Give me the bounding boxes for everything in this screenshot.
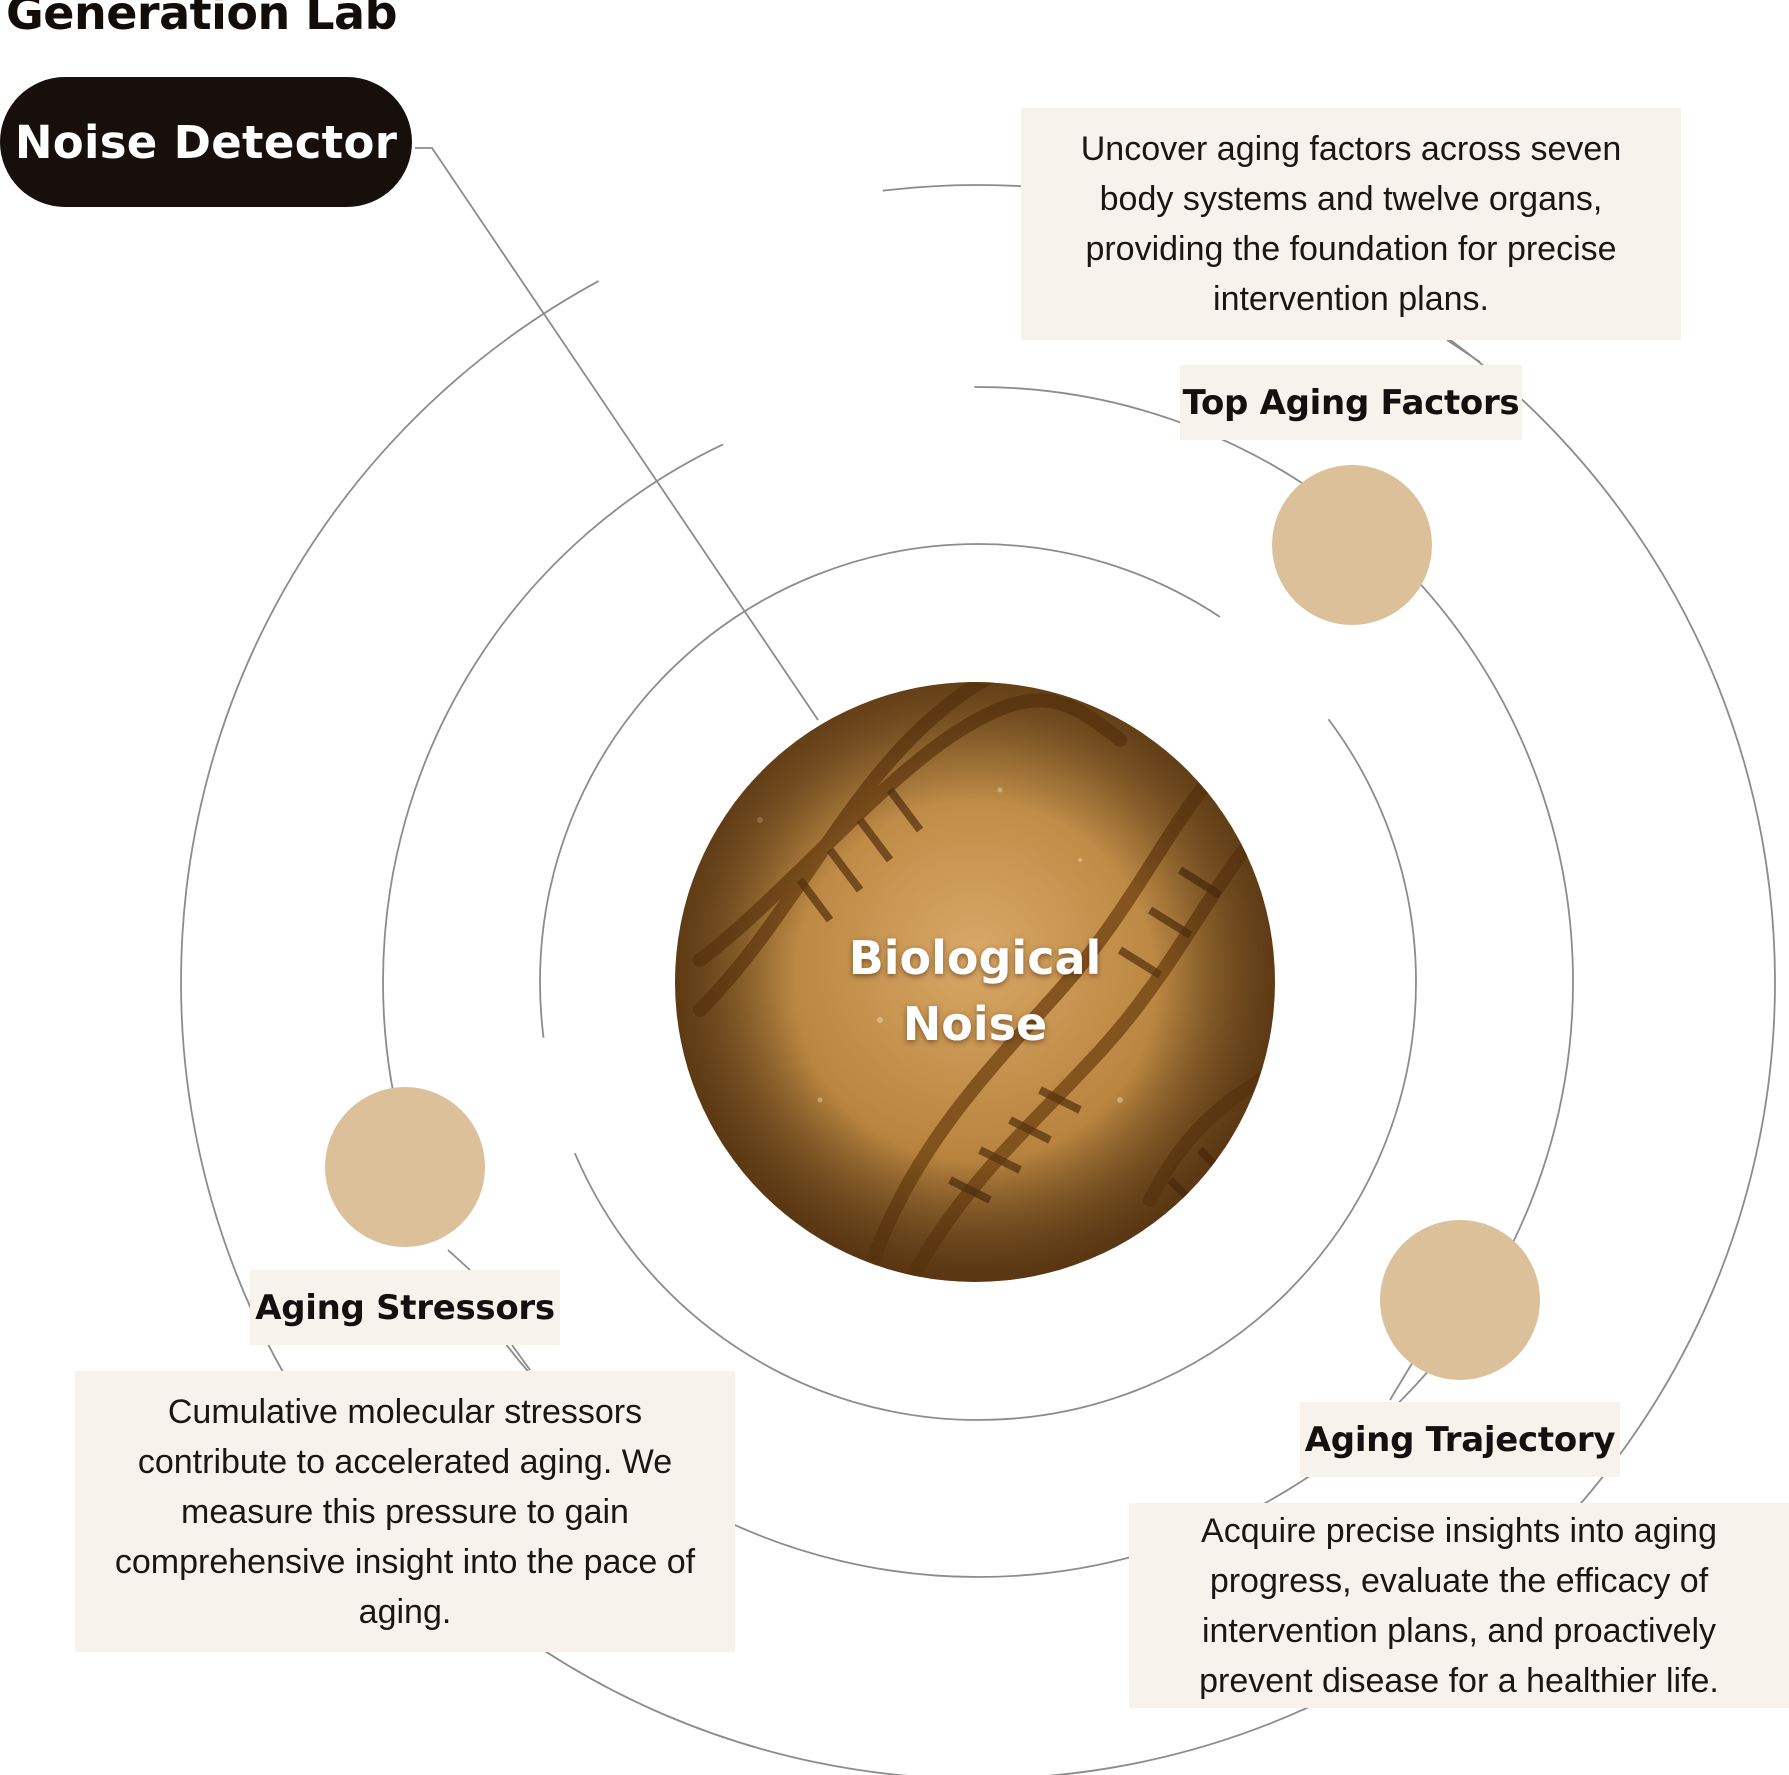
aging-stressors-label: Aging Stressors <box>250 1270 560 1345</box>
noise-detector-label: Noise Detector <box>14 115 398 169</box>
aging-stressors-description-text: Cumulative molecular stressors contribut… <box>114 1392 696 1631</box>
noise-detector-button[interactable]: Noise Detector <box>0 77 412 207</box>
node-top-aging-factors[interactable] <box>1272 465 1432 625</box>
orbit-inner <box>539 543 1417 1421</box>
top-aging-factors-description: Uncover aging factors across seven body … <box>1021 108 1681 340</box>
aging-stressors-description: Cumulative molecular stressors contribut… <box>75 1371 735 1652</box>
center-title-line2: Noise <box>902 997 1048 1051</box>
connector-line <box>415 147 819 721</box>
top-aging-factors-description-text: Uncover aging factors across seven body … <box>1080 130 1622 318</box>
aging-trajectory-description: Acquire precise insights into aging prog… <box>1129 1503 1789 1708</box>
aging-trajectory-label: Aging Trajectory <box>1300 1402 1620 1477</box>
dna-helix-image <box>675 682 1275 1282</box>
center-title: Biological Noise <box>800 925 1150 1057</box>
node-aging-trajectory[interactable] <box>1380 1220 1540 1380</box>
brand-title: Generation Lab <box>6 0 398 40</box>
orbit-middle <box>382 386 1574 1578</box>
top-aging-factors-label-text: Top Aging Factors <box>1182 382 1520 423</box>
top-aging-factors-label: Top Aging Factors <box>1180 365 1522 440</box>
center-title-line1: Biological <box>848 931 1102 985</box>
aging-trajectory-description-text: Acquire precise insights into aging prog… <box>1199 1511 1719 1700</box>
orbit-outer <box>180 184 1776 1775</box>
aging-stressors-label-text: Aging Stressors <box>255 1287 555 1328</box>
node-aging-stressors[interactable] <box>325 1087 485 1247</box>
aging-trajectory-label-text: Aging Trajectory <box>1304 1419 1616 1460</box>
